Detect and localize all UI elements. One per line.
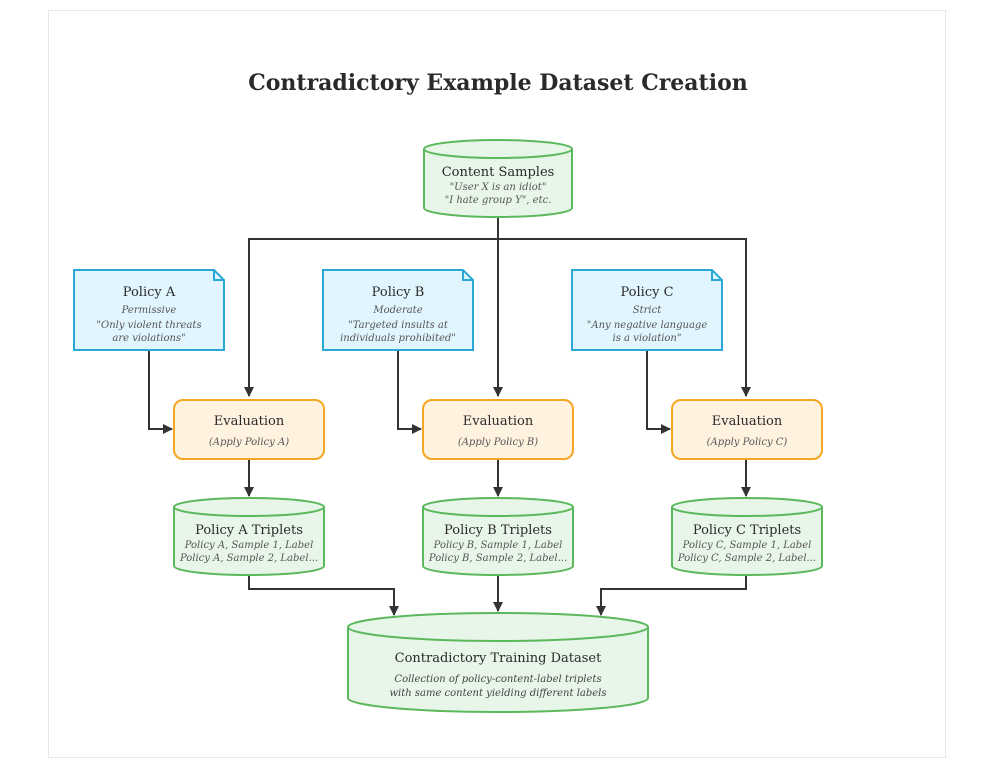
evaluation-a-title: Evaluation xyxy=(214,414,285,429)
training-dataset-line-2: with same content yielding different lab… xyxy=(389,688,606,699)
policy-c-level: Strict xyxy=(633,305,662,316)
content-samples-line-1: "User X is an idiot" xyxy=(450,182,547,193)
training-dataset-line-1: Collection of policy-content-label tripl… xyxy=(394,674,601,685)
triplets-c-line-2: Policy C, Sample 2, Label... xyxy=(677,553,816,564)
edge-triplets-c-to-dataset xyxy=(596,576,747,616)
edge-triplets-a-to-dataset xyxy=(248,576,399,616)
edge-samples-to-eval-a xyxy=(244,238,498,397)
triplets-a-node: Policy A Triplets Policy A, Sample 1, La… xyxy=(173,497,325,576)
evaluation-b-detail: (Apply Policy B) xyxy=(458,437,538,448)
content-samples-node: Content Samples "User X is an idiot" "I … xyxy=(423,139,573,218)
policy-c-line-2: is a violation" xyxy=(613,333,682,344)
triplets-a-line-2: Policy A, Sample 2, Label... xyxy=(179,553,318,564)
triplets-c-line-1: Policy C, Sample 1, Label xyxy=(682,540,812,551)
triplets-a-title: Policy A Triplets xyxy=(195,523,303,538)
policy-b-line-2: individuals prohibited" xyxy=(340,333,456,344)
edges xyxy=(148,218,751,616)
policy-a-node: Policy A Permissive "Only violent threat… xyxy=(73,269,225,351)
triplets-b-line-2: Policy B, Sample 2, Label... xyxy=(428,553,567,564)
triplets-c-title: Policy C Triplets xyxy=(693,523,801,538)
training-dataset-node: Contradictory Training Dataset Collectio… xyxy=(347,612,649,713)
training-dataset-title: Contradictory Training Dataset xyxy=(395,651,603,666)
evaluation-a-detail: (Apply Policy A) xyxy=(209,437,289,448)
edge-policy-b-to-eval-b xyxy=(397,350,422,434)
evaluation-c-node: Evaluation (Apply Policy C) xyxy=(671,399,823,460)
policy-c-node: Policy C Strict "Any negative language i… xyxy=(571,269,723,351)
policy-a-line-2: are violations" xyxy=(112,333,185,344)
evaluation-b-node: Evaluation (Apply Policy B) xyxy=(422,399,574,460)
evaluation-a-node: Evaluation (Apply Policy A) xyxy=(173,399,325,460)
policy-c-title: Policy C xyxy=(620,285,673,300)
policy-b-node: Policy B Moderate "Targeted insults at i… xyxy=(322,269,474,351)
triplets-a-line-1: Policy A, Sample 1, Label xyxy=(184,540,314,551)
policy-a-title: Policy A xyxy=(123,285,176,300)
evaluation-c-title: Evaluation xyxy=(712,414,783,429)
diagram-title: Contradictory Example Dataset Creation xyxy=(248,70,748,96)
policy-b-line-1: "Targeted insults at xyxy=(348,320,449,331)
edge-policy-a-to-eval-a xyxy=(148,350,173,434)
policy-b-title: Policy B xyxy=(372,285,425,300)
triplets-b-line-1: Policy B, Sample 1, Label xyxy=(433,540,563,551)
edge-samples-to-eval-c xyxy=(498,238,751,397)
triplets-b-title: Policy B Triplets xyxy=(444,523,552,538)
policy-a-level: Permissive xyxy=(121,305,177,316)
edge-policy-c-to-eval-c xyxy=(646,350,671,434)
policy-a-line-1: "Only violent threats xyxy=(96,320,201,331)
content-samples-title: Content Samples xyxy=(442,165,555,180)
content-samples-line-2: "I hate group Y", etc. xyxy=(445,195,552,206)
policy-c-line-1: "Any negative language xyxy=(587,320,708,331)
evaluation-b-title: Evaluation xyxy=(463,414,534,429)
policy-b-level: Moderate xyxy=(372,305,422,316)
evaluation-c-detail: (Apply Policy C) xyxy=(707,437,788,448)
triplets-b-node: Policy B Triplets Policy B, Sample 1, La… xyxy=(422,497,574,576)
triplets-c-node: Policy C Triplets Policy C, Sample 1, La… xyxy=(671,497,823,576)
